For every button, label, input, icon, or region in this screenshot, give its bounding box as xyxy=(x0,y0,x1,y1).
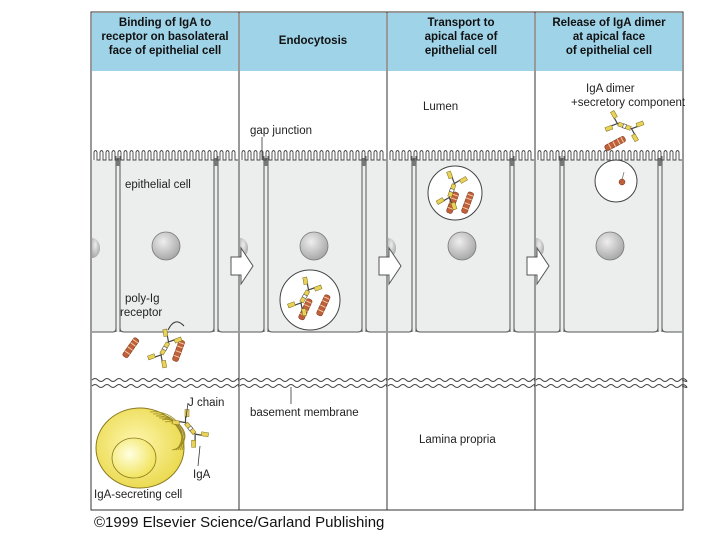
panel-header xyxy=(240,13,386,71)
copyright-text: ©1999 Elsevier Science/Garland Publishin… xyxy=(94,514,385,531)
basement-membrane xyxy=(91,378,244,382)
cell-edge xyxy=(267,327,363,333)
cell-edge xyxy=(415,327,511,333)
leader-line xyxy=(185,402,189,419)
label-basement-membrane: basement membrane xyxy=(250,407,359,419)
microvilli xyxy=(537,150,682,161)
label-lamina-propria: Lamina propria xyxy=(419,434,496,446)
label-lumen: Lumen xyxy=(423,101,458,113)
tight-junction xyxy=(214,158,218,166)
tight-junction xyxy=(658,158,662,166)
receptor-pocket xyxy=(167,321,185,331)
cell-edge xyxy=(388,327,413,333)
label-iga: IgA xyxy=(193,469,211,481)
panel-header xyxy=(92,13,238,71)
panel-2: Endocytosis xyxy=(238,11,392,511)
microvilli xyxy=(241,150,386,161)
label-gap-junction: gap junction xyxy=(250,125,312,137)
basement-membrane xyxy=(535,384,688,388)
basement-membrane xyxy=(239,384,392,388)
label-iga-dimer: IgA dimer xyxy=(586,83,635,95)
panel-title-line: Binding of IgA to xyxy=(119,17,211,29)
panel-title-line: apical face of xyxy=(425,31,498,43)
step-arrow xyxy=(230,246,254,286)
step-arrow xyxy=(526,246,550,286)
label-iga-secreting-cell: IgA-secreting cell xyxy=(94,489,182,501)
microvilli xyxy=(389,150,534,161)
cell-edge xyxy=(92,327,117,333)
label-secretory-component: +secretory component xyxy=(571,97,686,109)
cell-edge xyxy=(365,327,386,333)
tight-junction xyxy=(412,158,416,166)
nucleus xyxy=(299,231,329,261)
tight-junction xyxy=(264,158,268,166)
microvilli xyxy=(93,150,238,161)
leader-line xyxy=(197,445,201,467)
er-membrane xyxy=(164,421,186,451)
nucleus xyxy=(151,231,181,261)
tight-junction xyxy=(116,158,120,166)
panel-title-line: Endocytosis xyxy=(279,35,347,47)
cell-edge xyxy=(240,327,265,333)
basement-membrane xyxy=(535,378,688,382)
panel-4: Release of IgA dimer at apical face of epi… xyxy=(534,11,688,511)
cell-edge xyxy=(513,327,534,333)
side-nucleus xyxy=(92,238,100,258)
tight-junction xyxy=(560,158,564,166)
panel-title-line: epithelial cell xyxy=(425,45,497,57)
nucleus xyxy=(447,231,477,261)
panel-title-line: at apical face xyxy=(573,31,645,43)
panel-title-line: Transport to xyxy=(427,17,494,29)
basement-membrane xyxy=(91,384,244,388)
panel-header xyxy=(388,13,534,71)
cell-edge xyxy=(563,327,659,333)
panel-title-line: Release of IgA dimer xyxy=(552,17,666,29)
exocytic-vesicle xyxy=(594,159,638,203)
panels-layer: Binding of IgA to receptor on basolateral… xyxy=(90,11,688,511)
panel-title-line: face of epithelial cell xyxy=(109,45,221,57)
nucleus xyxy=(595,231,625,261)
panel-title-line: receptor on basolateral xyxy=(101,31,228,43)
basement-membrane xyxy=(239,378,392,382)
panel-title-line: of epithelial cell xyxy=(566,45,652,57)
basement-membrane xyxy=(387,384,540,388)
label-j-chain: J chain xyxy=(188,397,224,409)
tight-junction xyxy=(362,158,366,166)
cell-edge xyxy=(217,327,238,333)
cell-edge xyxy=(661,327,682,333)
step-arrow xyxy=(378,246,402,286)
tight-junction xyxy=(510,158,514,166)
plasma-nucleus xyxy=(111,437,157,479)
label-receptor: receptor xyxy=(120,307,162,319)
cell-edge xyxy=(536,327,561,333)
receptor-stub xyxy=(621,171,625,181)
panel-header xyxy=(536,13,682,71)
label-epithelial-cell: epithelial cell xyxy=(125,179,191,191)
label-poly-ig: poly-Ig xyxy=(125,293,160,305)
basement-membrane xyxy=(387,378,540,382)
cleaved-receptor xyxy=(618,178,626,186)
er-membrane xyxy=(158,417,183,451)
